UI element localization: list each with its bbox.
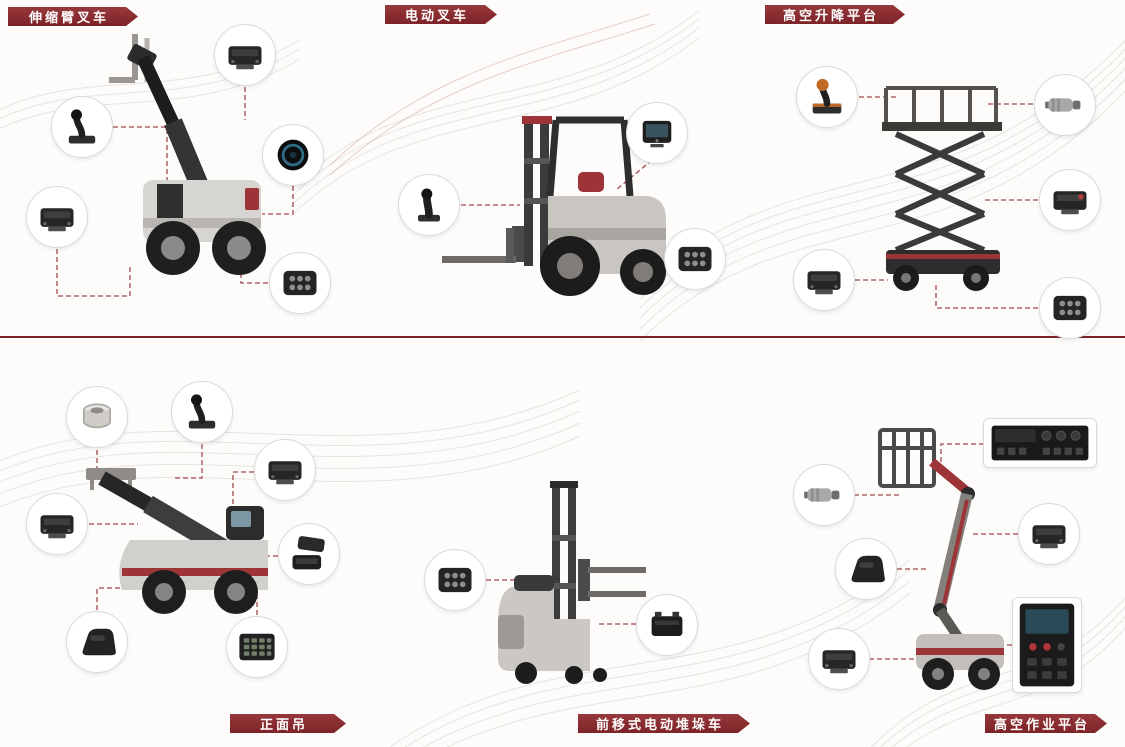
scissor-lift-illustration xyxy=(882,86,1002,291)
component-joystick xyxy=(171,381,233,443)
membrane-keypad-icon xyxy=(678,246,712,272)
component-controller-module xyxy=(793,249,855,311)
component-motor xyxy=(1034,74,1096,136)
banner-label: 高空升降平台 xyxy=(782,8,879,23)
component-controller-module xyxy=(1018,503,1080,565)
display-module-icon xyxy=(642,120,672,148)
joystick-icon xyxy=(68,109,96,144)
controller-module-icon xyxy=(40,208,74,232)
membrane-keypad-icon xyxy=(283,270,317,296)
component-membrane-keypad xyxy=(1039,277,1101,339)
banner-reach-stacker: 正面吊 xyxy=(230,714,346,733)
electric-forklift-illustration xyxy=(442,116,666,296)
banner-label: 前移式电动堆垛车 xyxy=(595,717,724,732)
banner-aerial-work-platform: 高空作业平台 xyxy=(985,714,1107,733)
component-vehicle-controller xyxy=(835,538,897,600)
banner-label: 伸缩臂叉车 xyxy=(28,10,109,25)
controller-module-icon xyxy=(1032,525,1066,549)
component-joystick xyxy=(398,174,460,236)
component-motor xyxy=(793,464,855,526)
controller-module-icon xyxy=(1053,191,1087,215)
component-controller-module xyxy=(1039,169,1101,231)
component-joystick xyxy=(51,96,113,158)
joystick-icon xyxy=(188,394,216,429)
component-dual-controller-module xyxy=(278,523,340,585)
keypad-panel-icon xyxy=(239,633,275,661)
component-controller-module xyxy=(254,439,316,501)
joystick-icon xyxy=(418,188,440,222)
component-controller-module xyxy=(26,186,88,248)
reach-stacker-illustration xyxy=(86,468,268,614)
component-round-display xyxy=(262,124,324,186)
vehicle-controller-icon xyxy=(851,555,885,583)
motor-icon xyxy=(804,488,840,502)
component-membrane-keypad xyxy=(664,228,726,290)
component-controller-module xyxy=(26,493,88,555)
controller-module-icon xyxy=(822,650,856,674)
controller-module-icon xyxy=(228,46,262,70)
component-controller-module xyxy=(808,628,870,690)
control-panel-icon xyxy=(991,425,1089,461)
component-control-panel xyxy=(983,418,1097,468)
section-divider xyxy=(0,336,1125,338)
boom-lift-illustration xyxy=(878,428,1004,690)
round-display-icon xyxy=(277,139,309,171)
control-console-icon xyxy=(1019,603,1075,687)
component-keypad-panel xyxy=(226,616,288,678)
joystick-icon xyxy=(812,78,842,114)
banner-telescopic-boom-forklift: 伸缩臂叉车 xyxy=(8,7,138,26)
membrane-keypad-icon xyxy=(438,567,472,593)
component-display-module xyxy=(626,102,688,164)
banner-label: 正面吊 xyxy=(259,717,308,732)
banner-label: 电动叉车 xyxy=(404,8,469,23)
component-membrane-keypad xyxy=(424,549,486,611)
vehicle-controller-icon xyxy=(82,628,116,656)
controller-module-icon xyxy=(40,515,74,539)
motor-icon xyxy=(1045,98,1081,112)
bearing-ring-icon xyxy=(82,403,112,429)
telescopic-boom-forklift-illustration xyxy=(109,34,266,275)
component-battery-module xyxy=(636,594,698,656)
dual-controller-module-icon xyxy=(292,536,325,570)
banner-electric-forklift: 电动叉车 xyxy=(385,5,497,24)
banner-reach-electric-stacker: 前移式电动堆垛车 xyxy=(578,714,750,733)
component-controller-module xyxy=(214,24,276,86)
reach-electric-stacker-illustration xyxy=(498,481,646,684)
component-membrane-keypad xyxy=(269,252,331,314)
component-vehicle-controller xyxy=(66,611,128,673)
membrane-keypad-icon xyxy=(1053,295,1087,321)
banner-label: 高空作业平台 xyxy=(993,717,1090,732)
controller-module-icon xyxy=(268,461,302,485)
battery-module-icon xyxy=(651,611,683,636)
banner-aerial-lifting-platform: 高空升降平台 xyxy=(765,5,905,24)
component-joystick xyxy=(796,66,858,128)
controller-module-icon xyxy=(807,271,841,295)
component-bearing-ring xyxy=(66,386,128,448)
component-control-console xyxy=(1012,597,1082,693)
